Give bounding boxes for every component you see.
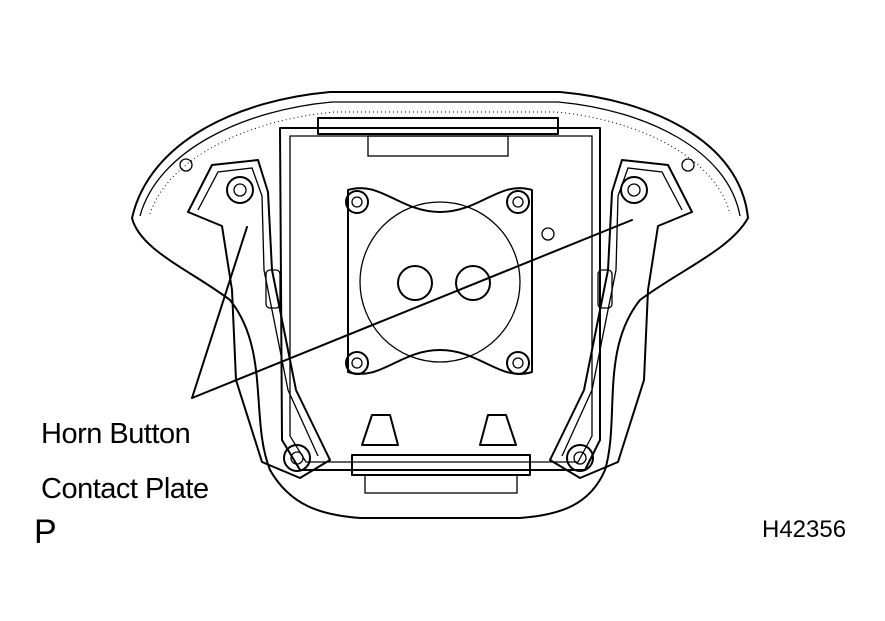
horn-button-label: Horn Button xyxy=(41,418,191,450)
figure-code-label: H42356 xyxy=(762,516,847,543)
view-marker-label: P xyxy=(34,513,57,551)
right-horn-contact-plate xyxy=(549,159,693,479)
inflator-nuts xyxy=(345,190,530,375)
shell-mounting-holes xyxy=(179,158,695,172)
center-housing xyxy=(279,117,601,494)
leader-lines xyxy=(191,219,633,399)
contact-plate-label: Contact Plate xyxy=(41,473,209,505)
left-horn-contact-plate xyxy=(187,159,331,479)
inflator-mount-plate xyxy=(347,187,555,375)
